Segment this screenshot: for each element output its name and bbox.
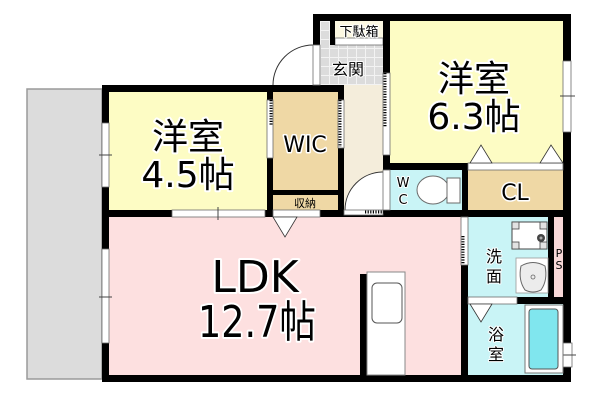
shoe-box (335, 21, 383, 38)
label-wic: WIC (283, 133, 327, 158)
door-hallway-ldk (343, 209, 384, 216)
wall-wic-storage (273, 190, 338, 195)
drain-center (539, 236, 543, 240)
balcony (26, 88, 103, 380)
label-bathroom-line1: 浴 (488, 325, 504, 344)
pan-corner (511, 241, 520, 250)
window-ldk (101, 248, 110, 344)
room-closet (468, 170, 563, 210)
pan-corner (539, 221, 548, 230)
label-shoe-box: 下駄箱 (339, 24, 378, 40)
door-bathroom-opening (467, 296, 518, 305)
room-western-6-3 (390, 21, 563, 163)
pan-corner (539, 241, 548, 250)
closet-folding-door-icon (539, 144, 564, 164)
label-ldk-size: 12.7帖 (198, 297, 316, 348)
sliding-door-ldk-washroom (460, 216, 469, 266)
basin-drain-icon (530, 274, 536, 280)
label-ldk-name: LDK (211, 252, 299, 303)
label-pipe-space-line1: P (556, 247, 563, 260)
label-storage: 収納 (294, 197, 316, 210)
label-room-4-5-name: 洋室 (152, 117, 224, 158)
toilet-bowl-icon (416, 175, 450, 205)
label-toilet-line1: W (397, 176, 410, 191)
wall-top-left (102, 85, 344, 92)
wall-bottom (102, 375, 571, 382)
wall-room-toilet (383, 163, 468, 170)
wall-entrance-room (383, 21, 390, 73)
wall-wic-hallway (338, 85, 344, 217)
wall-top-right (313, 14, 571, 21)
wall-kitchen (360, 274, 367, 375)
door-swings (272, 44, 384, 211)
entrance-door-swing-icon (272, 44, 314, 86)
door-storage (272, 209, 321, 218)
storage-door-swing-icon (272, 216, 298, 238)
wall-entrance-left (313, 14, 320, 45)
toilet-tank-icon (446, 177, 461, 204)
toilet-door-swing-icon (344, 171, 384, 211)
openings (99, 44, 576, 368)
pan-corner (511, 221, 520, 230)
wall-washroom-pipe-space (548, 217, 554, 297)
wall-toilet-ldk (383, 210, 563, 217)
door-toilet (382, 169, 391, 211)
label-entrance: 玄関 (332, 60, 364, 79)
wall-left (102, 85, 109, 382)
wall-right (563, 14, 571, 382)
label-closet: CL (501, 181, 529, 206)
bathroom-door-swing-icon (469, 303, 493, 323)
toilet-door-swing-area (345, 172, 383, 210)
wall-washroom-bathroom (517, 297, 563, 304)
fixtures (366, 175, 564, 376)
label-room-6-3-name: 洋室 (438, 59, 510, 100)
label-washroom-line1: 洗 (486, 247, 502, 266)
washbasin-icon (519, 262, 547, 293)
entrance-door (312, 44, 321, 86)
wall-ldk-mid (265, 210, 273, 217)
room-pipe-space (554, 217, 563, 297)
label-toilet-line2: C (398, 193, 407, 208)
wall-shoe-box-side (330, 21, 335, 45)
walls (102, 14, 571, 382)
wall-hallway-room-lower (383, 155, 390, 170)
kitchen-sink-icon (371, 282, 403, 324)
wall-ldk-washroom (461, 265, 468, 375)
room-walk-in-closet (273, 91, 338, 190)
label-washroom-line2: 面 (486, 267, 502, 286)
label-room-4-5-size: 4.5帖 (141, 155, 234, 196)
wall-room-ldk (102, 210, 172, 217)
sliding-door-hallway-room-6-3 (382, 72, 391, 156)
room-storage (273, 195, 338, 210)
wall-hallway-ldk-sill (344, 215, 383, 217)
closet-folding-door-icon (469, 144, 493, 164)
label-room-6-3-size: 6.3帖 (427, 97, 520, 138)
wall-toilet-closet (462, 163, 468, 217)
label-bathroom-line2: 室 (488, 345, 504, 364)
wall-storage-ldk (320, 210, 344, 217)
closet-door-track (467, 162, 564, 171)
bathtub-icon (528, 308, 559, 370)
room-western-4-5 (109, 91, 267, 211)
label-pipe-space-line2: S (556, 259, 563, 272)
room-labels: 洋室 4.5帖 WIC 収納 玄関 下駄箱 洋室 6.3帖 W C CL LDK… (139, 23, 563, 365)
